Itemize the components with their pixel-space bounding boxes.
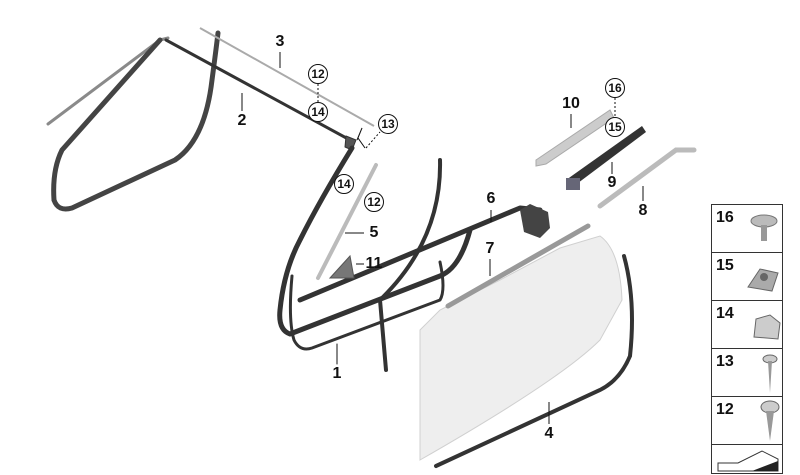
- legend-item-12[interactable]: 12: [711, 396, 783, 444]
- partial-part-icon: [717, 450, 779, 472]
- part-7-window-strip: [445, 223, 591, 309]
- legend-item-16[interactable]: 16: [711, 204, 783, 252]
- part-3-trim-strip: [199, 27, 375, 127]
- part-5-trim: [316, 163, 378, 280]
- circled-callout-13[interactable]: 13: [378, 114, 398, 134]
- callout-1[interactable]: 1: [332, 365, 342, 382]
- callout-3[interactable]: 3: [275, 33, 285, 50]
- clip-nut-icon: [747, 268, 779, 292]
- circled-callout-16[interactable]: 16: [605, 78, 625, 98]
- callout-2[interactable]: 2: [237, 112, 247, 129]
- callout-8[interactable]: 8: [638, 202, 648, 219]
- circled-callout-14b[interactable]: 14: [334, 174, 354, 194]
- part-11-triangle-cover: [328, 254, 355, 279]
- legend-item-15[interactable]: 15: [711, 252, 783, 300]
- legend-item-14[interactable]: 14: [711, 300, 783, 348]
- callout-4[interactable]: 4: [544, 425, 554, 442]
- circled-callout-15[interactable]: 15: [605, 117, 625, 137]
- part-8-strip: [597, 147, 697, 209]
- door-panel: [419, 235, 623, 461]
- callout-6[interactable]: 6: [486, 190, 496, 207]
- callout-5[interactable]: 5: [369, 224, 379, 241]
- pin-screw-icon: [762, 354, 778, 393]
- callout-10[interactable]: 10: [562, 95, 580, 112]
- callout-9[interactable]: 9: [607, 174, 617, 191]
- screw-flat-head-icon: [750, 214, 778, 241]
- part-6-beltline-seal: [490, 204, 550, 238]
- legend-item-13[interactable]: 13: [711, 348, 783, 396]
- part-9-seal-channel: [566, 126, 646, 186]
- circled-callout-12[interactable]: 12: [308, 64, 328, 84]
- circled-callout-14[interactable]: 14: [308, 102, 328, 122]
- clip-bracket-icon: [753, 314, 781, 340]
- circled-callout-12b[interactable]: 12: [364, 192, 384, 212]
- legend-item-partial[interactable]: [711, 444, 783, 474]
- part-10-bracket: [535, 109, 615, 167]
- tapping-screw-icon: [760, 400, 780, 441]
- fastener-legend: 16 15 14 13 12: [711, 204, 783, 474]
- callout-7[interactable]: 7: [485, 240, 495, 257]
- part-4-lower-seal: [434, 254, 634, 468]
- callout-11[interactable]: 11: [365, 255, 383, 272]
- part-2-window-seal: [46, 30, 357, 212]
